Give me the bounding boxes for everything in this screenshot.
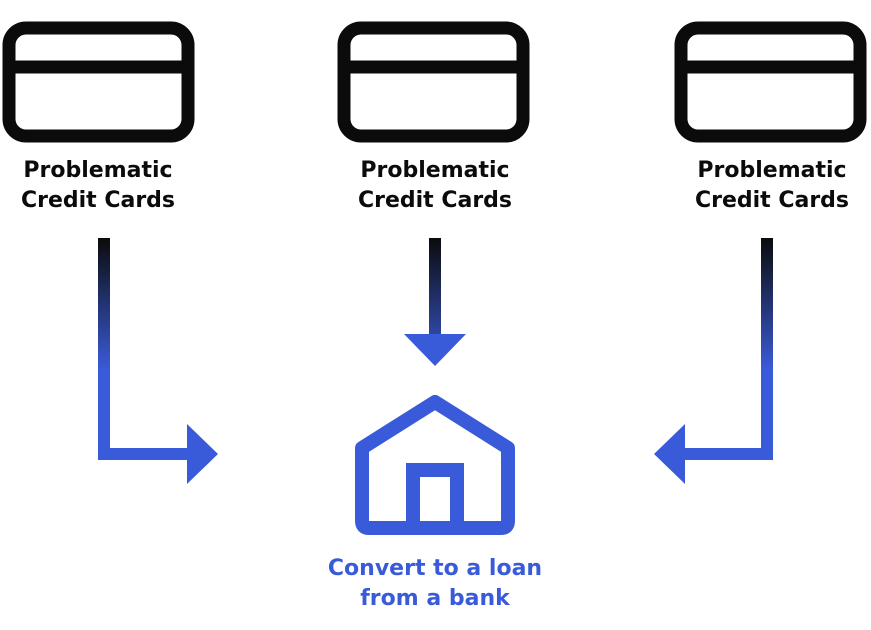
card-label-line2: Credit Cards [694,188,850,213]
card-label-line1: Problematic [697,158,847,183]
target-label: Convert to a loan from a bank [320,554,550,614]
right-arrow [654,238,773,484]
credit-card-icon [337,21,530,143]
card-label-line2: Credit Cards [20,188,176,213]
credit-card-icon [674,21,867,143]
card-label: Problematic Credit Cards [0,156,208,216]
house-icon [355,395,515,535]
card-label: Problematic Credit Cards [325,156,545,216]
target-label-line2: from a bank [360,586,510,611]
card-label: Problematic Credit Cards [662,156,871,216]
card-label-line2: Credit Cards [357,188,513,213]
center-arrow [404,238,466,366]
card-label-line1: Problematic [23,158,173,183]
credit-card-icon [2,21,195,143]
left-arrow [98,238,218,484]
card-label-line1: Problematic [360,158,510,183]
target-label-line1: Convert to a loan [327,556,543,581]
